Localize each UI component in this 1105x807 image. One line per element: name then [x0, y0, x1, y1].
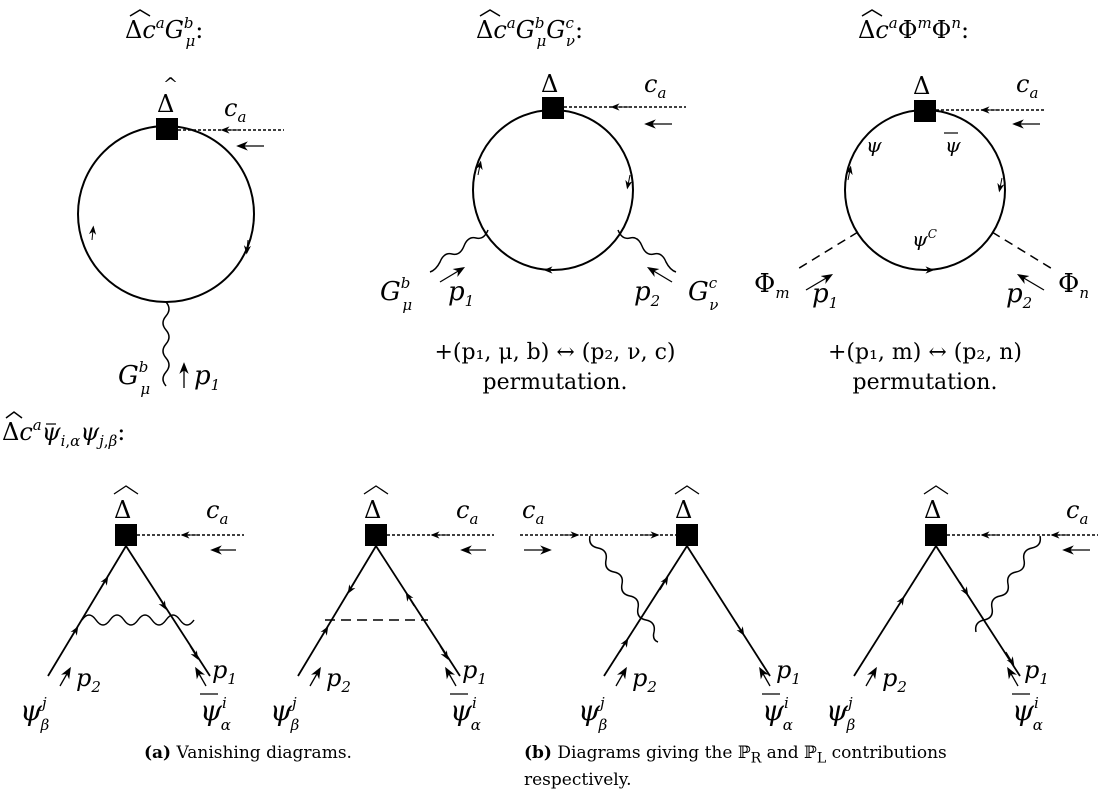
vertex-label: Δ	[157, 90, 174, 118]
vertex-label: Δ	[114, 496, 131, 524]
svg-text:p1: p1	[462, 656, 487, 688]
insertion-vertex	[914, 100, 936, 122]
scalar-label-left: Φm	[754, 269, 790, 302]
permutation-note-two-scalar: +(p₁, m) ↔ (p₂, n) permutation.	[780, 338, 1070, 398]
svg-text:p1: p1	[776, 656, 801, 688]
svg-text:ca: ca	[522, 496, 544, 528]
svg-text:p1: p1	[1024, 656, 1049, 688]
insertion-vertex	[115, 524, 137, 546]
psi-label: ψ	[866, 133, 882, 157]
diagram-two-scalar: ΔcaΦmΦn: Δ ca ψ ψ ψC Φm p1 p2	[754, 9, 1089, 312]
scalar-line-right	[991, 231, 1055, 271]
svg-text:ψiα: ψiα	[450, 694, 481, 734]
psiC-label: ψC	[912, 227, 937, 251]
vertex-label: Δ	[924, 496, 941, 524]
ghost-label: ca	[224, 94, 246, 126]
gluon-line-left	[429, 229, 489, 273]
caption-b-text: Diagrams giving the ℙ	[557, 743, 751, 763]
svg-text:p2: p2	[882, 664, 907, 696]
hat-mark	[129, 9, 151, 17]
momentum-label-p2: p2	[1006, 279, 1032, 312]
caption-a-label: (a)	[144, 743, 172, 763]
svg-text:p2: p2	[76, 664, 101, 696]
psibar-label: ψ	[945, 133, 961, 157]
insertion-vertex	[156, 118, 178, 140]
permutation-word: permutation.	[482, 370, 628, 395]
svg-text:p2: p2	[326, 664, 351, 696]
loop-arrow-left	[88, 225, 97, 241]
insertion-vertex	[925, 524, 947, 546]
svg-text:ψiα: ψiα	[762, 694, 793, 734]
ghost-label: ca	[1016, 70, 1038, 102]
header-two-scalar: ΔcaΦmΦn:	[858, 14, 969, 44]
caption-a: (a) Vanishing diagrams.	[144, 742, 444, 764]
svg-text:p1: p1	[212, 656, 237, 688]
insertion-vertex	[676, 524, 698, 546]
scalar-label-right: Φn	[1058, 269, 1089, 302]
caption-b-label: (b)	[524, 743, 552, 763]
svg-text:ψjβ: ψjβ	[578, 694, 608, 734]
loop	[472, 109, 634, 271]
momentum-label-p2: p2	[634, 277, 660, 310]
vertex-label: Δ	[913, 72, 930, 100]
vertex-label: Δ	[364, 496, 381, 524]
insertion-vertex	[542, 97, 564, 119]
vertex-label: Δ	[675, 496, 692, 524]
momentum-label-p1: p1	[194, 361, 220, 394]
svg-text:^: ^	[163, 74, 178, 95]
caption-b-text-line2: respectively.	[524, 770, 632, 791]
scalar-line-left	[795, 231, 859, 271]
svg-text:p2: p2	[632, 664, 657, 696]
loop-arrow-right	[243, 239, 252, 255]
header-fermion: Δcaψi,αψj,β:	[2, 416, 125, 450]
momentum-label-p1: p1	[448, 277, 474, 310]
svg-text:ψjβ: ψjβ	[826, 694, 856, 734]
caption-b: (b) Diagrams giving the ℙR and ℙL contri…	[524, 742, 1084, 791]
momentum-label-p1: p1	[812, 279, 838, 312]
caption-a-text: Vanishing diagrams.	[176, 743, 352, 763]
permutation-formula: +(p₁, m) ↔ (p₂, n)	[828, 340, 1022, 365]
insertion-vertex	[365, 524, 387, 546]
svg-text:ψiα: ψiα	[200, 694, 231, 734]
ghost-label: ca	[644, 70, 666, 102]
svg-text:ca: ca	[1066, 496, 1088, 528]
permutation-note-two-gluon: +(p₁, μ, b) ↔ (p₂, ν, c) permutation.	[400, 338, 710, 398]
svg-text:ca: ca	[206, 496, 228, 528]
svg-text:ψjβ: ψjβ	[20, 694, 50, 734]
svg-text:ψiα: ψiα	[1012, 694, 1043, 734]
permutation-formula: +(p₁, μ, b) ↔ (p₂, ν, c)	[434, 340, 676, 365]
loop	[77, 125, 255, 303]
svg-text:ca: ca	[456, 496, 478, 528]
svg-text:ψjβ: ψjβ	[270, 694, 300, 734]
vertex-label: Δ	[541, 70, 558, 98]
gluon-line	[162, 301, 170, 387]
permutation-word: permutation.	[852, 370, 998, 395]
gluon-line-right	[617, 229, 677, 273]
